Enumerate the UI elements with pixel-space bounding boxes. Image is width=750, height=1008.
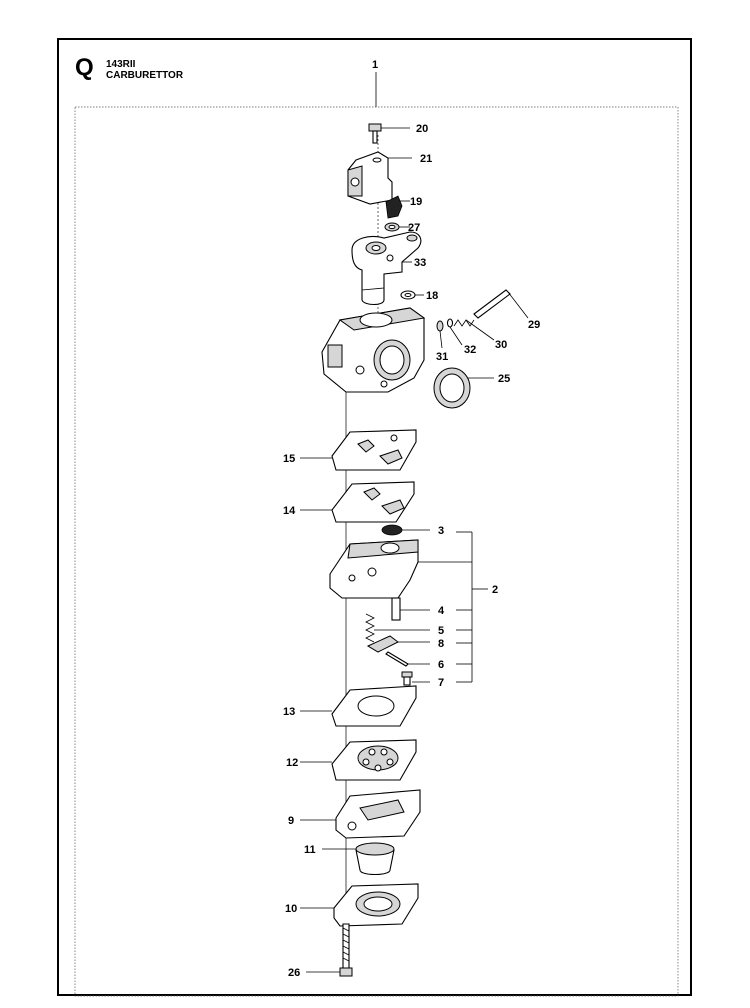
bracket-icon (347, 151, 412, 205)
callout-13: 13 (283, 706, 295, 718)
throttle-lever-icon (351, 231, 422, 306)
carburettor-body (321, 307, 426, 393)
primer-bulb-icon (322, 842, 395, 876)
page-frame (57, 38, 692, 996)
metering-body (329, 539, 472, 599)
callout-31: 31 (436, 351, 448, 363)
callout-7: 7 (438, 677, 444, 689)
lever-icon (366, 635, 430, 653)
callout-32: 32 (464, 344, 476, 356)
callout-9: 9 (288, 815, 294, 827)
screw-icon (368, 123, 410, 144)
pin-icon (385, 651, 430, 667)
spring-icon (365, 613, 430, 643)
long-screw-icon (306, 923, 353, 977)
callout-25: 25 (498, 373, 510, 385)
callout-21: 21 (420, 153, 432, 165)
gasket-icon (300, 481, 415, 523)
callout-5: 5 (438, 625, 444, 637)
screw-icon (401, 671, 430, 686)
callout-2: 2 (492, 584, 498, 596)
model-number: 143RII (106, 59, 136, 70)
callout-30: 30 (495, 339, 507, 351)
ring-icon (400, 290, 424, 300)
diaphragm-icon (300, 739, 417, 781)
callout-8: 8 (438, 638, 444, 650)
seal-icon (433, 367, 494, 409)
needle-icon (473, 289, 529, 319)
callout-15: 15 (283, 453, 295, 465)
o-ring-icon (446, 318, 463, 346)
callout-3: 3 (438, 525, 444, 537)
gasket-icon (300, 429, 417, 471)
gasket-icon (300, 685, 417, 727)
assembly-boundary (74, 106, 679, 997)
callout-1: 1 (372, 59, 378, 71)
clip-icon (385, 195, 410, 219)
pump-cover-icon (300, 789, 421, 839)
callout-10: 10 (285, 903, 297, 915)
callout-12: 12 (286, 757, 298, 769)
bulb-retainer-icon (300, 883, 419, 927)
callout-20: 20 (416, 123, 428, 135)
section-letter: Q (75, 54, 94, 81)
screen-icon (381, 524, 430, 536)
callout-33: 33 (414, 257, 426, 269)
washer-icon (384, 222, 410, 232)
callout-29: 29 (528, 319, 540, 331)
washer-icon (436, 320, 444, 349)
spring-icon (453, 319, 495, 341)
callout-27: 27 (408, 222, 420, 234)
callout-18: 18 (426, 290, 438, 302)
inlet-needle-icon (391, 597, 430, 621)
callout-14: 14 (283, 505, 296, 517)
callout-19: 19 (410, 196, 422, 208)
callout-4: 4 (438, 605, 445, 617)
callout-11: 11 (304, 844, 316, 856)
section-title: CARBURETTOR (106, 70, 184, 81)
callout-6: 6 (438, 659, 444, 671)
kit-bracket (456, 531, 488, 683)
callout-26: 26 (288, 967, 300, 979)
